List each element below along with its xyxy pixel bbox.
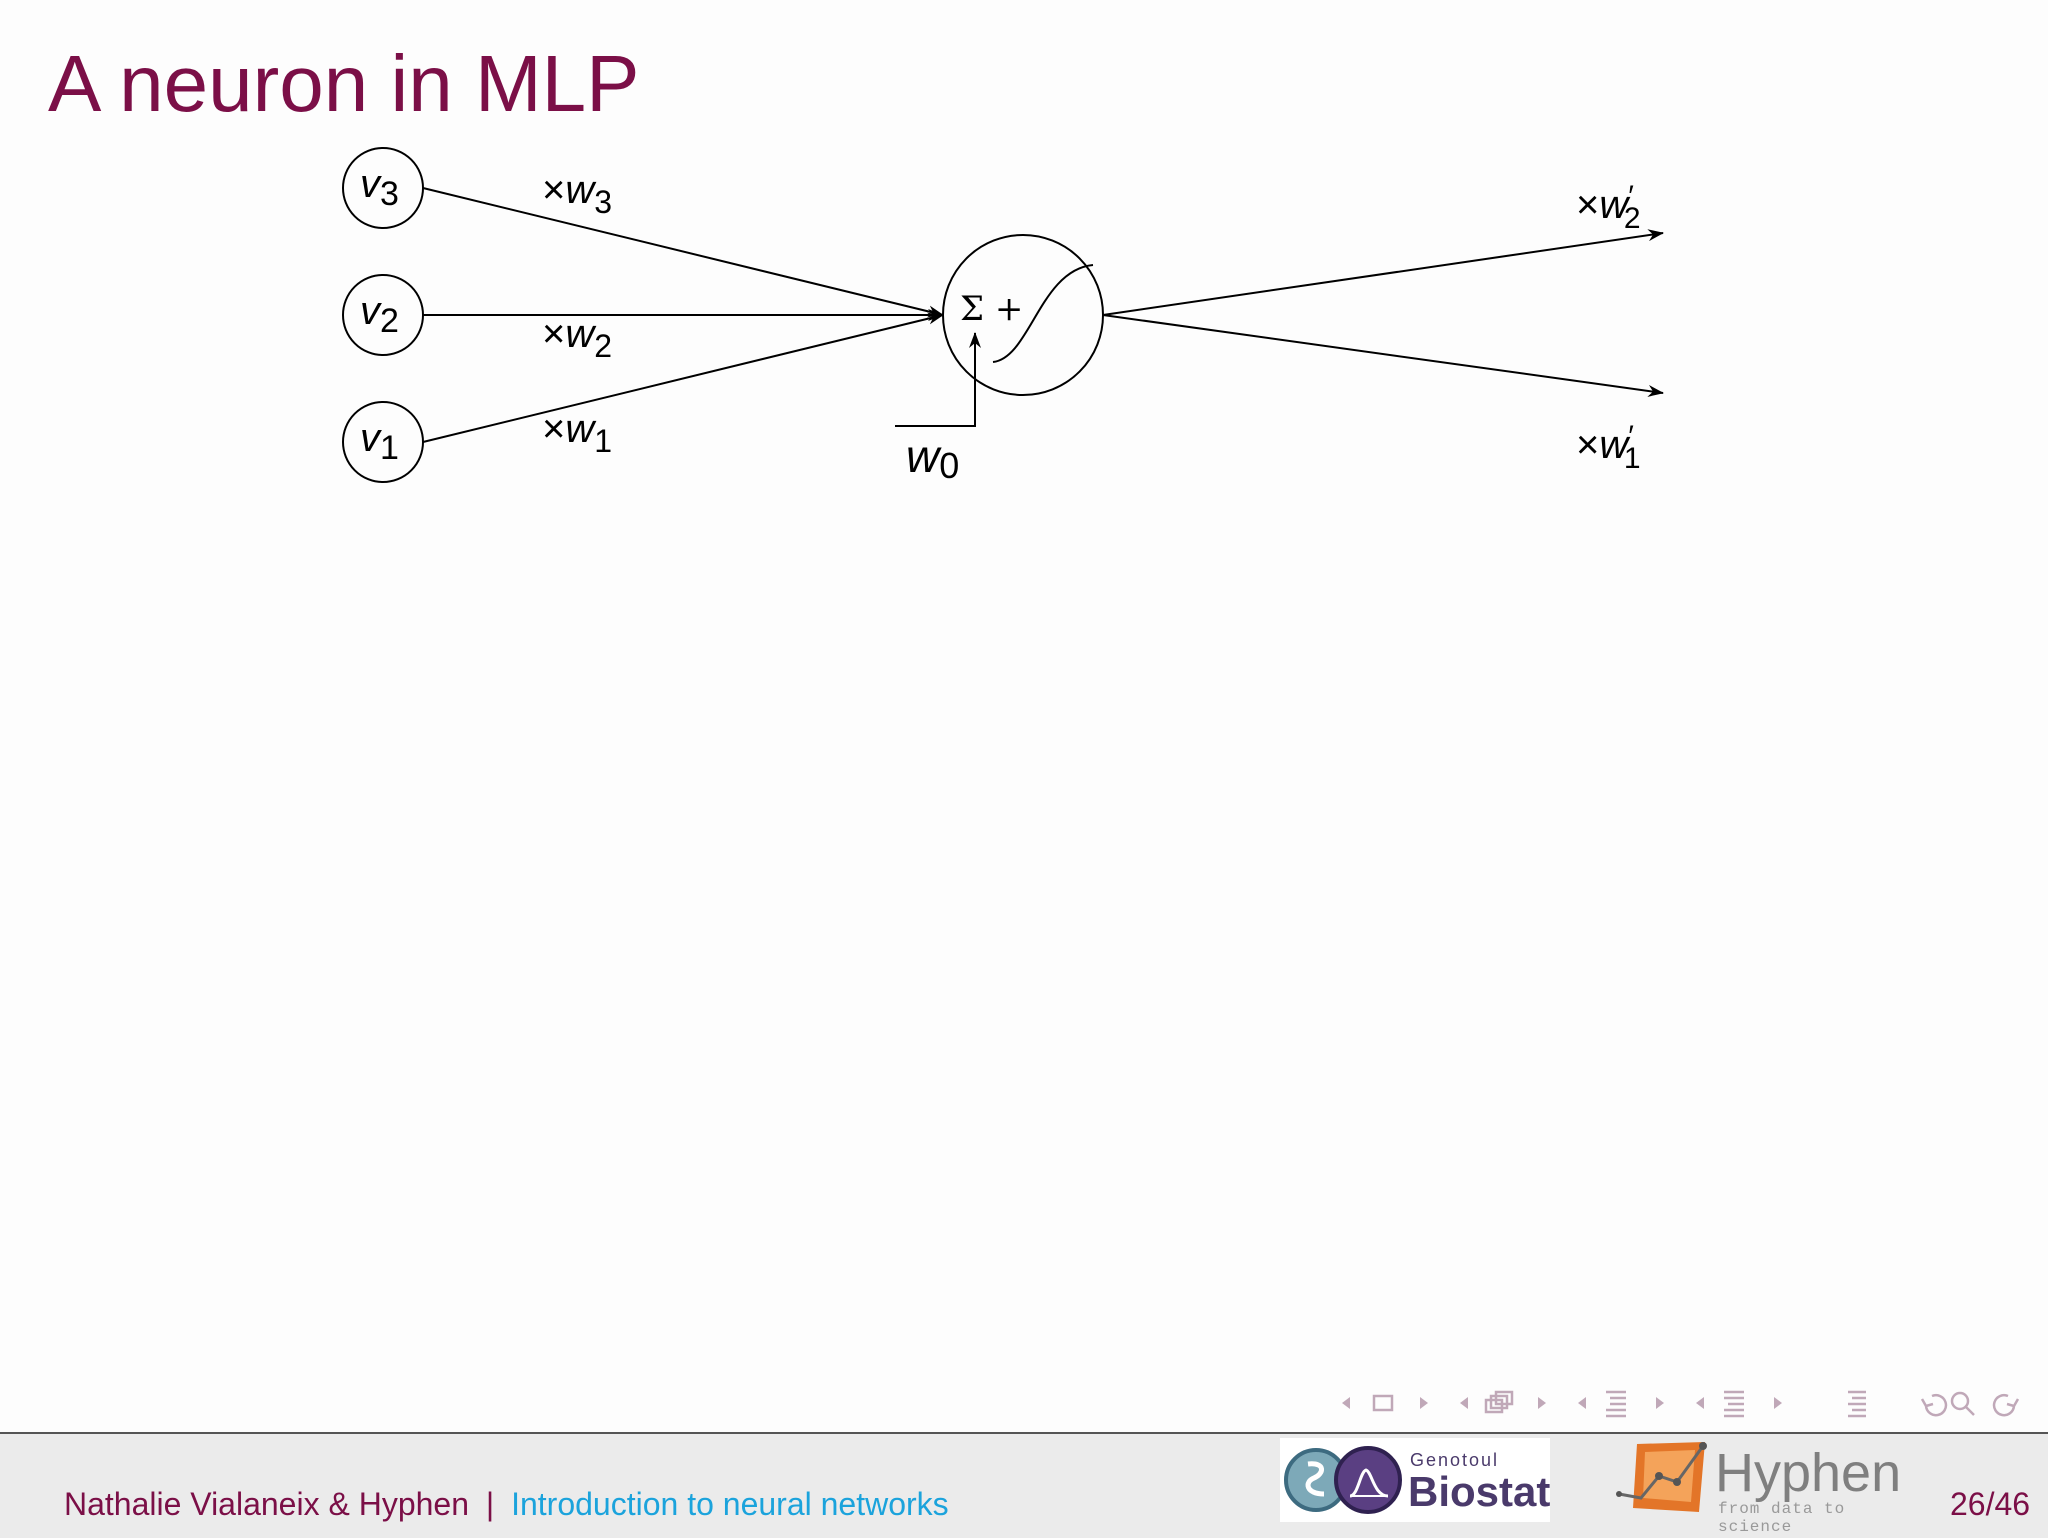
nav-prev-frame-icon[interactable] xyxy=(1342,1397,1350,1409)
output-weight-label-w1-prime: ×w′1 xyxy=(1576,420,1641,475)
nav-prev-section-icon[interactable] xyxy=(1578,1397,1586,1409)
hyphen-name-text: Hyphen xyxy=(1715,1443,1902,1503)
footer-talk-title: Introduction to neural networks xyxy=(511,1486,949,1522)
nav-next-frame-icon[interactable] xyxy=(1420,1397,1428,1409)
nav-list-icon[interactable] xyxy=(1848,1390,1866,1418)
nav-next-part-icon[interactable] xyxy=(1774,1397,1782,1409)
hyphen-tagline-text: from data to science xyxy=(1718,1500,1846,1536)
slide-title: A neuron in MLP xyxy=(48,39,640,128)
edge-v1-neuron xyxy=(422,312,944,443)
nav-next-section-icon[interactable] xyxy=(1656,1397,1664,1409)
nav-section-icon[interactable] xyxy=(1606,1390,1626,1418)
nav-undo-icon[interactable] xyxy=(1920,1393,1948,1417)
neuron-diagram: v3 v2 v1 ×w3 ×w2 ×w1 Σ + w0 ×w′2 ×w′1 xyxy=(342,147,1664,486)
weight-label-w1: ×w1 xyxy=(542,407,612,459)
nav-frame-icon[interactable] xyxy=(1372,1394,1394,1412)
footer-authors: Nathalie Vialaneix & Hyphen xyxy=(64,1486,469,1522)
nav-subsection-icon[interactable] xyxy=(1724,1390,1744,1418)
hyphen-emblem-icon xyxy=(1616,1442,1707,1512)
nav-next-subsection-icon[interactable] xyxy=(1538,1397,1546,1409)
biostat-emblem-icon xyxy=(1284,1446,1402,1514)
nav-prev-subsection-icon[interactable] xyxy=(1460,1397,1468,1409)
weight-label-w3: ×w3 xyxy=(542,168,612,220)
nav-prev-part-icon[interactable] xyxy=(1696,1397,1704,1409)
bias-arrow xyxy=(895,332,981,427)
output-weight-label-w2-prime: ×w′2 xyxy=(1576,180,1641,235)
edge-v3-neuron xyxy=(422,187,944,318)
genotoul-biostat-logo: Genotoul Biostat xyxy=(1280,1438,1550,1522)
hyphen-logo: Hyphen from data to science xyxy=(1615,1436,1905,1536)
edge-neuron-out-2 xyxy=(1102,229,1664,316)
input-label-v1: v1 xyxy=(360,416,399,467)
weight-label-w2: ×w2 xyxy=(542,312,612,364)
biostat-small-text: Genotoul xyxy=(1410,1450,1500,1470)
edge-neuron-out-1 xyxy=(1102,314,1664,397)
page-number: 26/46 xyxy=(1950,1486,2031,1522)
slide-navigation xyxy=(1342,1390,2020,1418)
sigmoid-curve-icon xyxy=(992,264,1094,363)
nav-search-icon[interactable] xyxy=(1950,1391,1975,1416)
bias-label-w0: w0 xyxy=(906,430,959,486)
footer: Nathalie Vialaneix & Hyphen | Introducti… xyxy=(0,1432,2048,1538)
nav-frames-icon[interactable] xyxy=(1484,1390,1514,1414)
neuron-sum-label: Σ + xyxy=(960,289,1023,329)
nav-redo-icon[interactable] xyxy=(1992,1393,2020,1417)
input-label-v2: v2 xyxy=(360,289,399,340)
footer-text: Nathalie Vialaneix & Hyphen | Introducti… xyxy=(64,1486,949,1523)
footer-separator: | xyxy=(485,1486,495,1522)
input-label-v3: v3 xyxy=(360,162,399,213)
biostat-main-text: Biostat xyxy=(1408,1468,1551,1515)
